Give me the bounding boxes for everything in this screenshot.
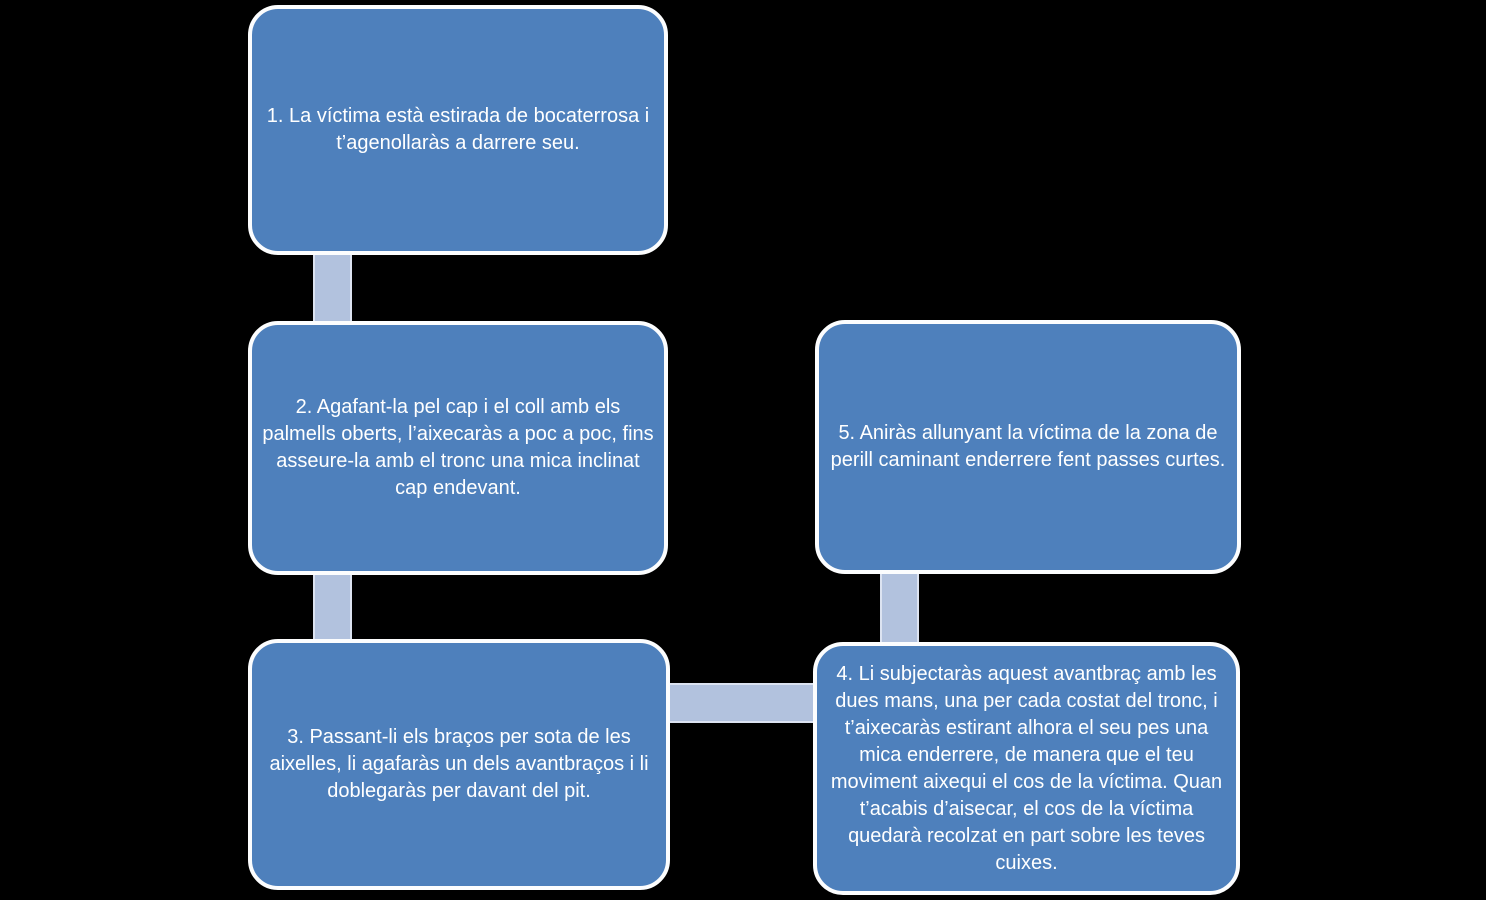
- step-box-5: 5. Aniràs allunyant la víctima de la zon…: [815, 320, 1241, 574]
- step-box-3: 3. Passant-li els braços per sota de les…: [248, 639, 670, 890]
- step-box-2: 2. Agafant-la pel cap i el coll amb els …: [248, 321, 668, 575]
- connector-step5-step4: [880, 564, 919, 652]
- connector-step3-step4: [660, 683, 823, 723]
- step-3-text: 3. Passant-li els braços per sota de les…: [269, 726, 649, 802]
- step-4-text: 4. Li subjectaràs aquest avantbraç amb l…: [830, 662, 1223, 874]
- connector-step2-step3: [313, 565, 352, 650]
- step-1-text: 1. La víctima està estirada de bocaterro…: [266, 105, 650, 154]
- connector-step1-step2: [313, 245, 352, 330]
- step-box-4: 4. Li subjectaràs aquest avantbraç amb l…: [813, 642, 1240, 895]
- step-5-text: 5. Aniràs allunyant la víctima de la zon…: [830, 422, 1226, 471]
- step-2-text: 2. Agafant-la pel cap i el coll amb els …: [262, 396, 654, 499]
- step-box-1: 1. La víctima està estirada de bocaterro…: [248, 5, 668, 255]
